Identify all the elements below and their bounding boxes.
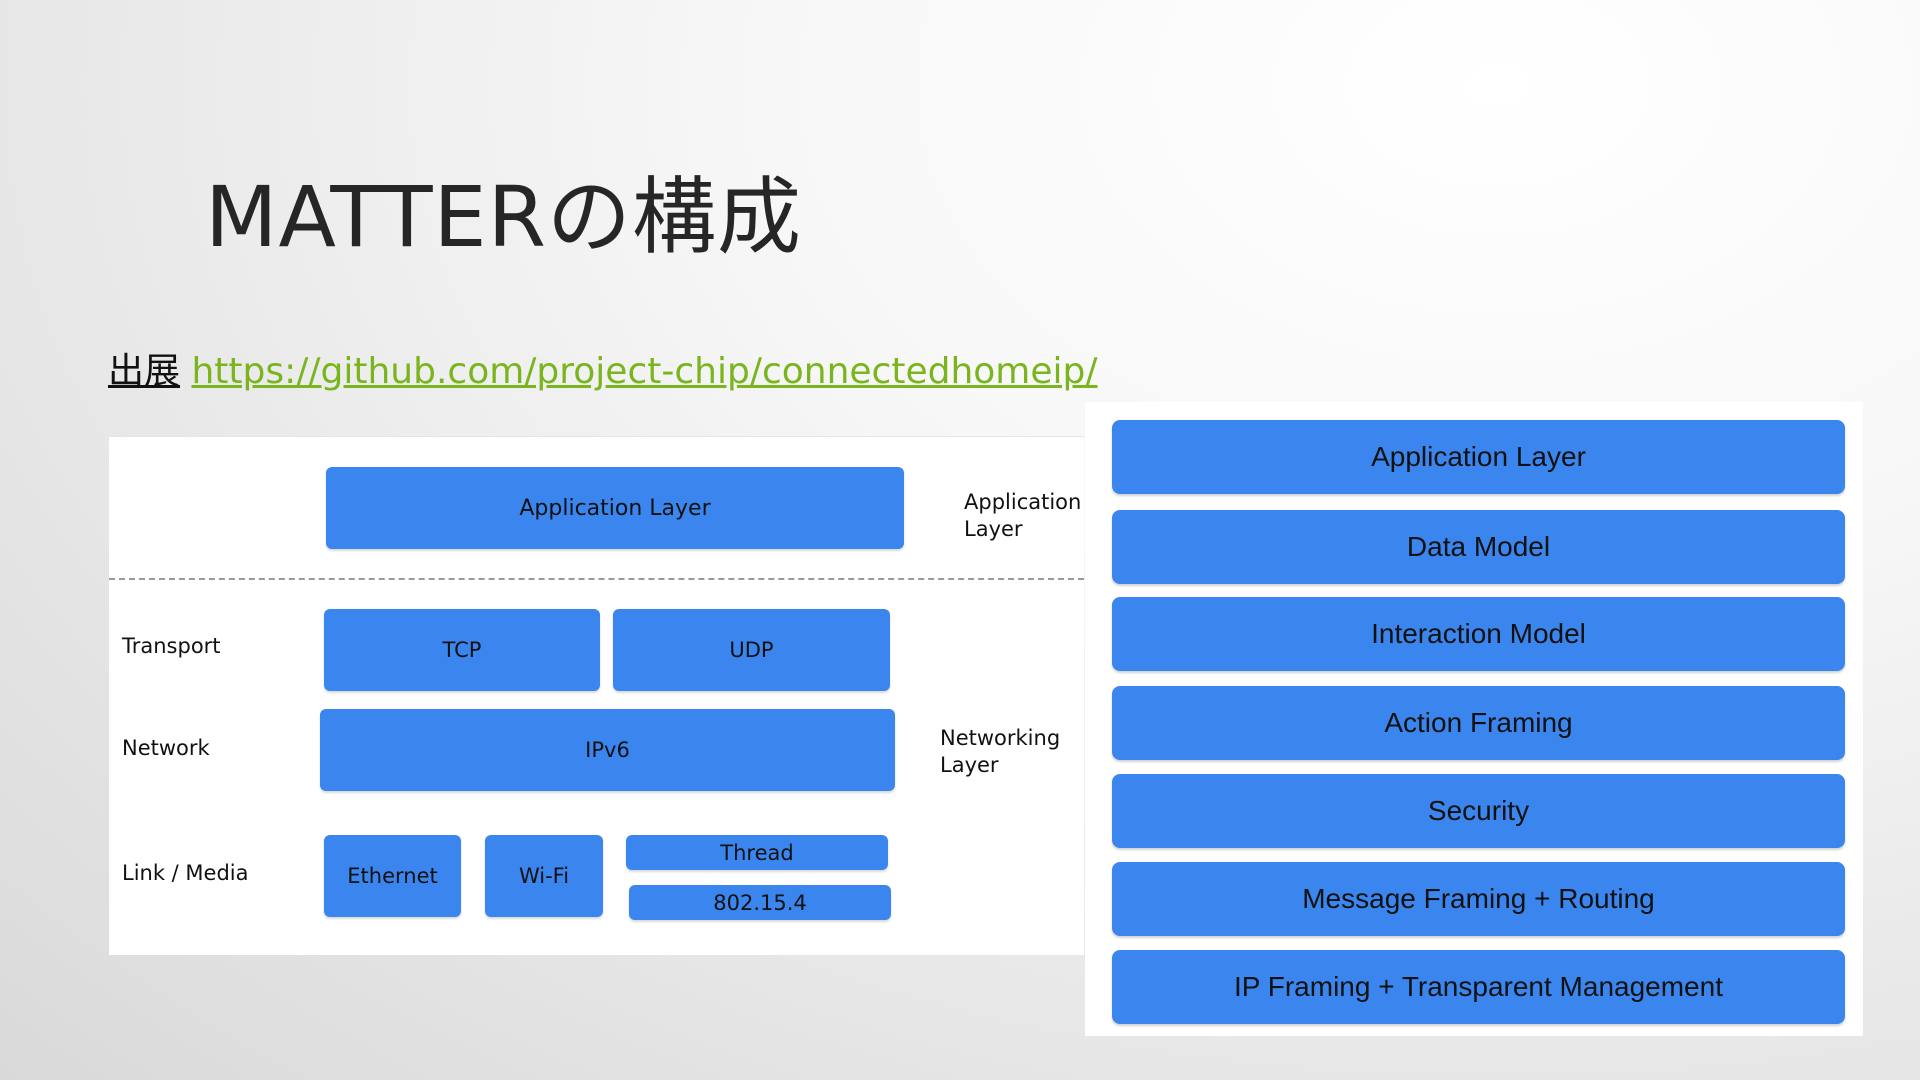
layer-security: Security (1112, 774, 1845, 848)
networking-layer-side-label-line2: Layer (940, 753, 999, 777)
transport-label: Transport (122, 634, 221, 658)
layer-action-framing: Action Framing (1112, 686, 1845, 760)
layer-application: Application Layer (1112, 420, 1845, 494)
ieee-802-15-4-block: 802.15.4 (629, 885, 891, 920)
source-link[interactable]: https://github.com/project-chip/connecte… (191, 351, 1098, 392)
udp-block: UDP (613, 609, 890, 691)
network-stack-diagram: Application Layer Application Layer Tran… (109, 436, 1084, 955)
application-layer-side-label-line2: Layer (964, 517, 1023, 541)
layer-message-framing-routing: Message Framing + Routing (1112, 862, 1845, 936)
link-media-label: Link / Media (122, 861, 249, 885)
source-line: 出展 https://github.com/project-chip/conne… (108, 342, 1098, 394)
thread-block: Thread (626, 835, 888, 870)
source-label: 出展 (108, 351, 181, 392)
tcp-block: TCP (324, 609, 600, 691)
ethernet-block: Ethernet (324, 835, 461, 917)
networking-layer-side-label-line1: Networking (940, 726, 1061, 750)
wifi-block: Wi-Fi (485, 835, 603, 917)
layer-ip-framing-transparent-management: IP Framing + Transparent Management (1112, 950, 1845, 1024)
ipv6-block: IPv6 (320, 709, 895, 791)
layer-interaction-model: Interaction Model (1112, 597, 1845, 671)
application-layer-side-label-line1: Application (964, 490, 1082, 514)
matter-layers-diagram: Application Layer Data Model Interaction… (1085, 402, 1863, 1036)
network-label: Network (122, 736, 210, 760)
application-layer-block: Application Layer (326, 467, 904, 549)
slide-title: MATTERの構成 (205, 168, 803, 266)
layer-data-model: Data Model (1112, 510, 1845, 584)
layer-divider (109, 578, 1084, 580)
